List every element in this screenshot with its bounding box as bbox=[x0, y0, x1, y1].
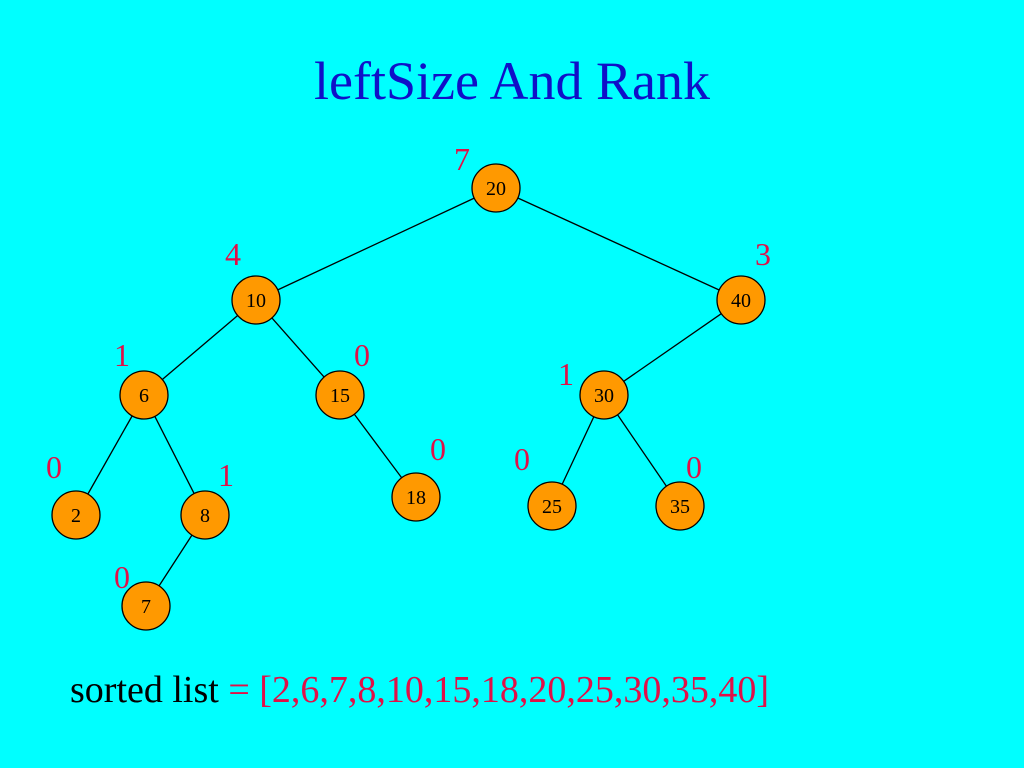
node-circle bbox=[716, 275, 766, 325]
sorted-list-line: sorted list = [2,6,7,8,10,15,18,20,25,30… bbox=[70, 668, 769, 712]
node-value: 10 bbox=[246, 290, 266, 312]
left-size-label-7: 0 bbox=[114, 559, 130, 595]
node-circle bbox=[180, 490, 230, 540]
edge-30-25 bbox=[561, 416, 595, 485]
node-value: 20 bbox=[486, 178, 506, 200]
node-circle bbox=[121, 581, 171, 631]
node-circle bbox=[315, 370, 365, 420]
tree-node-15: 15 bbox=[315, 370, 365, 420]
node-value: 6 bbox=[139, 385, 149, 407]
left-size-label-35: 0 bbox=[686, 449, 702, 485]
node-value: 25 bbox=[542, 496, 562, 518]
left-size-label-18: 0 bbox=[430, 431, 446, 467]
tree-node-40: 40 bbox=[716, 275, 766, 325]
edge-6-2 bbox=[87, 415, 133, 495]
node-value: 15 bbox=[330, 385, 350, 407]
node-circle bbox=[527, 481, 577, 531]
slide-title: leftSize And Rank bbox=[314, 51, 710, 111]
tree-node-6: 6 bbox=[119, 370, 169, 420]
tree-node-30: 30 bbox=[579, 370, 629, 420]
left-size-label-30: 1 bbox=[558, 356, 574, 392]
left-size-label-20: 7 bbox=[454, 141, 470, 177]
left-size-label-6: 1 bbox=[114, 337, 130, 373]
left-size-label-40: 3 bbox=[755, 236, 771, 272]
node-value: 2 bbox=[71, 505, 81, 527]
tree-edges bbox=[87, 197, 722, 587]
node-circle bbox=[471, 163, 521, 213]
tree-node-2: 2 bbox=[51, 490, 101, 540]
edge-8-7 bbox=[158, 534, 193, 587]
edge-40-30 bbox=[623, 313, 722, 382]
left-size-label-25: 0 bbox=[514, 441, 530, 477]
sorted-list-label: sorted list bbox=[70, 669, 219, 711]
node-value: 30 bbox=[594, 385, 614, 407]
edge-20-10 bbox=[277, 197, 475, 291]
tree-node-8: 8 bbox=[180, 490, 230, 540]
node-circle bbox=[231, 275, 281, 325]
node-value: 7 bbox=[141, 596, 151, 618]
edge-30-35 bbox=[617, 414, 667, 487]
node-circle bbox=[579, 370, 629, 420]
node-circle bbox=[655, 481, 705, 531]
tree-node-35: 35 bbox=[655, 481, 705, 531]
edge-6-8 bbox=[154, 416, 195, 494]
node-circle bbox=[119, 370, 169, 420]
node-circle bbox=[391, 472, 441, 522]
node-circle bbox=[51, 490, 101, 540]
left-size-label-2: 0 bbox=[46, 449, 62, 485]
edge-10-15 bbox=[271, 317, 325, 378]
tree-node-25: 25 bbox=[527, 481, 577, 531]
tree-node-18: 18 bbox=[391, 472, 441, 522]
node-value: 35 bbox=[670, 496, 690, 518]
edge-15-18 bbox=[353, 413, 403, 479]
node-value: 40 bbox=[731, 290, 751, 312]
edge-20-40 bbox=[517, 197, 720, 291]
edge-10-6 bbox=[161, 315, 239, 380]
tree-node-10: 10 bbox=[231, 275, 281, 325]
node-value: 18 bbox=[406, 487, 426, 509]
tree-node-7: 7 bbox=[121, 581, 171, 631]
sorted-list-values: = [2,6,7,8,10,15,18,20,25,30,35,40] bbox=[228, 669, 770, 711]
left-size-label-8: 1 bbox=[218, 457, 234, 493]
node-value: 8 bbox=[200, 505, 210, 527]
tree-node-20: 20 bbox=[471, 163, 521, 213]
left-size-label-10: 4 bbox=[225, 236, 241, 272]
left-size-label-15: 0 bbox=[354, 337, 370, 373]
